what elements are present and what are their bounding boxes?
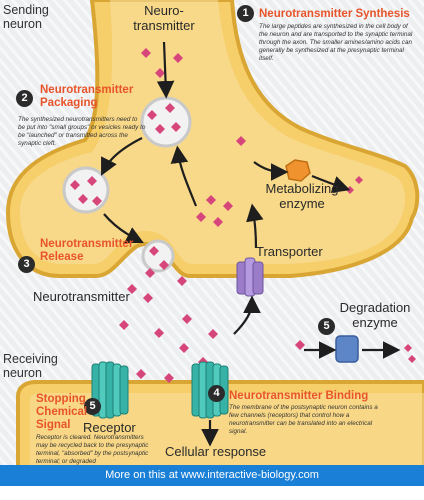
process-arrows	[101, 41, 401, 447]
receiving-neuron-label: Receiving neuron	[3, 352, 58, 380]
step-1-number: 1	[237, 5, 254, 22]
step-3-title: Neurotransmitter Release	[40, 238, 134, 263]
step-2-title: Neurotransmitter Packaging	[40, 84, 134, 109]
receptor-left-shape	[91, 361, 129, 419]
presynaptic-terminal	[5, 0, 420, 278]
step-4-title: Neurotransmitter Binding	[229, 390, 369, 402]
cellular-response-label: Cellular response	[165, 444, 267, 459]
step-5-degradation-number: 5	[318, 318, 335, 335]
neurotransmitter-top-label: Neuro- transmitter	[133, 3, 195, 33]
step-1-body: The large peptides are synthesized in th…	[259, 23, 413, 62]
step-5-number: 5	[84, 398, 101, 415]
transporter-shape	[236, 257, 264, 297]
step-5-title: Stopping Chemical Signal	[36, 393, 88, 431]
step-4-number: 4	[208, 385, 225, 402]
footer-link[interactable]: More on this at www.interactive-biology.…	[0, 465, 424, 486]
step-2-number: 2	[16, 90, 33, 107]
neurotransmitter-molecules	[70, 48, 416, 383]
transporter-label: Transporter	[256, 244, 323, 259]
degradation-enzyme-shape	[335, 335, 359, 363]
neurotransmitter-mid-label: Neurotransmitter	[33, 289, 130, 304]
step-3-number: 3	[18, 256, 35, 273]
step-1-title: Neurotransmitter Synthesis	[259, 8, 410, 20]
step-5-body: Receptor is cleared. Neurotransmitters m…	[36, 434, 149, 465]
bottom-strip	[0, 486, 424, 500]
degradation-enzyme-label: Degradation enzyme	[339, 300, 411, 330]
receptor-label: Receptor	[83, 420, 136, 435]
step-4-body: The membrane of the postsynaptic neuron …	[229, 404, 378, 435]
step-2-body: The synthesized neurotransmitters need t…	[18, 116, 146, 147]
metabolizing-enzyme-shape	[285, 159, 311, 182]
sending-neuron-label: Sending neuron	[3, 3, 49, 31]
metabolizing-enzyme-label: Metabolizing enzyme	[265, 181, 339, 211]
